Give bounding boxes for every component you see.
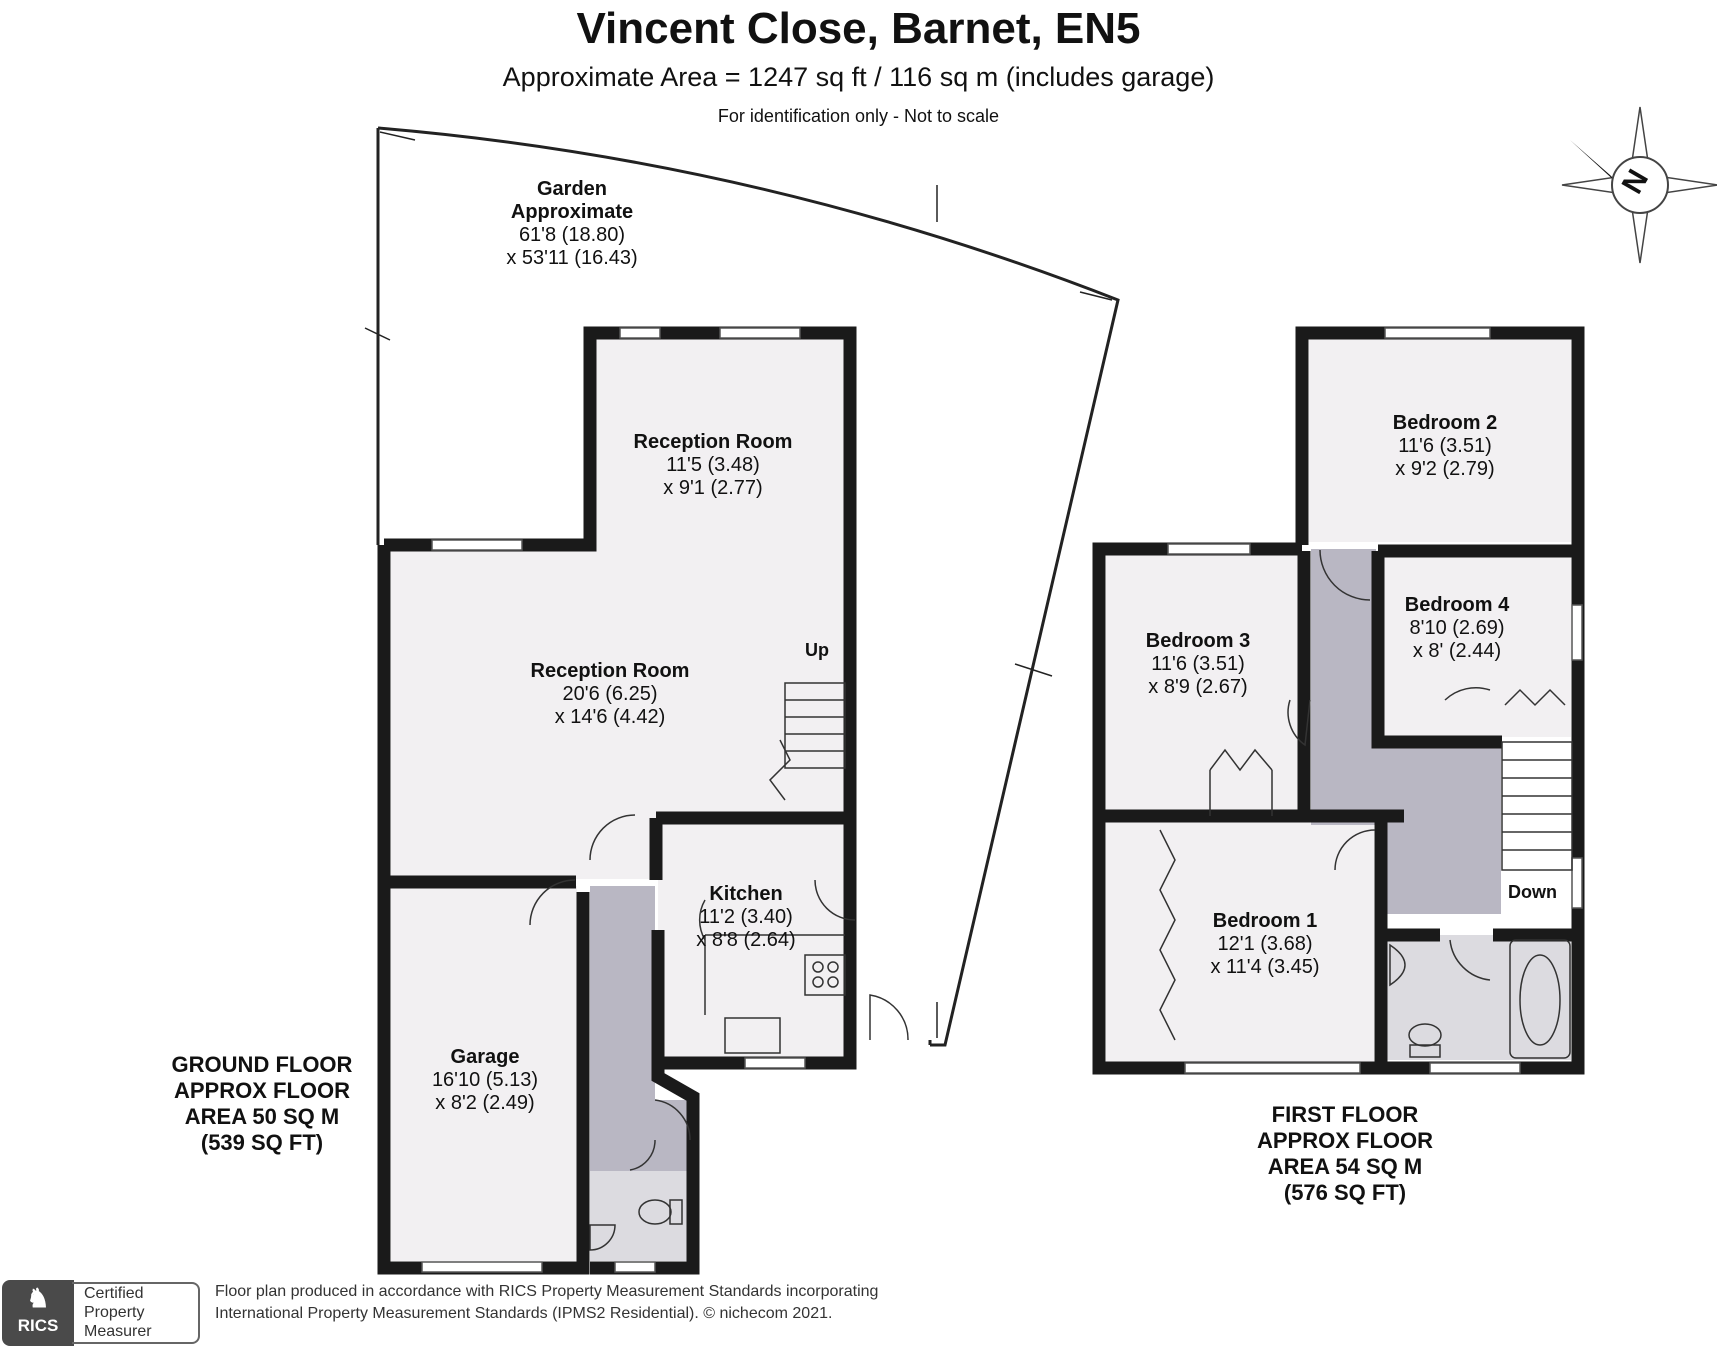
room-label-bedroom-1: Bedroom 1 12'1 (3.68) x 11'4 (3.45) <box>1210 910 1320 978</box>
rics-lion-icon: ♞ <box>26 1283 50 1313</box>
disclaimer: For identification only - Not to scale <box>717 106 1000 126</box>
stairs-up-label: Up <box>805 640 829 660</box>
room-label-bedroom-3: Bedroom 3 11'6 (3.51) x 8'9 (2.67) <box>1145 630 1251 698</box>
room-label-reception-rear: Reception Room 11'5 (3.48) x 9'1 (2.77) <box>633 431 793 499</box>
garden-label: Garden Approximate 61'8 (18.80) x 53'11 … <box>506 178 638 269</box>
compass-north-icon <box>1561 106 1717 264</box>
first-floor-plan <box>1092 326 1585 1075</box>
ground-floor-plan <box>377 326 909 1275</box>
room-label-bedroom-4: Bedroom 4 8'10 (2.69) x 8' (2.44) <box>1404 594 1510 662</box>
rics-logo: ♞ RICS <box>2 1280 74 1346</box>
room-label-reception-main: Reception Room 20'6 (6.25) x 14'6 (4.42) <box>530 660 690 728</box>
dimension-arrows <box>364 131 1113 1038</box>
first-floor-area-label: FIRST FLOOR APPROX FLOOR AREA 54 SQ M (5… <box>1256 1102 1434 1205</box>
room-label-bedroom-2: Bedroom 2 11'6 (3.51) x 9'2 (2.79) <box>1392 412 1498 480</box>
room-label-garage: Garage 16'10 (5.13) x 8'2 (2.49) <box>431 1046 539 1114</box>
page-title: Vincent Close, Barnet, EN5 <box>576 4 1141 53</box>
footer-text: Floor plan produced in accordance with R… <box>215 1283 879 1322</box>
certified-measurer-badge: Certified Property Measurer <box>72 1282 200 1344</box>
room-label-kitchen: Kitchen 11'2 (3.40) x 8'8 (2.64) <box>696 883 796 951</box>
area-summary: Approximate Area = 1247 sq ft / 116 sq m… <box>502 62 1215 92</box>
garden-boundary <box>377 126 1120 1047</box>
ground-floor-area-label: GROUND FLOOR APPROX FLOOR AREA 50 SQ M (… <box>171 1052 353 1155</box>
stairs-down-label: Down <box>1508 882 1557 902</box>
